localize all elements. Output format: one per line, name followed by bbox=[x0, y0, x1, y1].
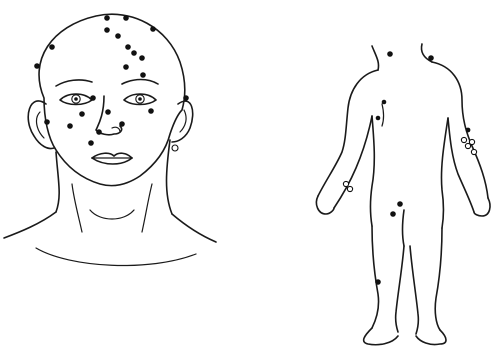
lesion-dot bbox=[104, 15, 110, 21]
body-crotch bbox=[403, 210, 405, 246]
body-left-arm-inner bbox=[334, 116, 372, 208]
collarbone bbox=[36, 248, 196, 265]
neck-crease bbox=[90, 210, 134, 219]
body-right-foot bbox=[416, 330, 446, 345]
body-right-leg-outer bbox=[435, 228, 442, 330]
lesion-dot bbox=[466, 128, 471, 133]
neck-right bbox=[167, 140, 173, 214]
body-right-arm-inner bbox=[448, 118, 474, 212]
lesion-dot bbox=[375, 279, 381, 285]
lesion-dot bbox=[96, 129, 102, 135]
nose bbox=[96, 96, 122, 135]
lesion-ring bbox=[461, 137, 466, 142]
body-left-hand bbox=[316, 196, 334, 214]
lesion-dot bbox=[90, 95, 96, 101]
lesion-dot bbox=[49, 44, 55, 50]
lesion-ring bbox=[343, 181, 348, 186]
head-neck-panel bbox=[4, 14, 216, 265]
lesion-ring bbox=[471, 149, 476, 154]
lesion-dot bbox=[390, 211, 396, 217]
lesion-dot bbox=[105, 109, 111, 115]
lesion-dot bbox=[115, 33, 121, 39]
body-spine-hint bbox=[382, 104, 384, 126]
left-ear-inner bbox=[37, 112, 44, 138]
nostril bbox=[112, 127, 120, 132]
body-left-leg-inner bbox=[396, 246, 404, 332]
right-pupil bbox=[138, 97, 142, 101]
lesion-dot bbox=[125, 44, 131, 50]
neck-tendon-right bbox=[142, 184, 152, 232]
body-right-leg-inner bbox=[410, 246, 418, 334]
body-left-foot bbox=[364, 328, 398, 345]
left-shoulder bbox=[4, 212, 56, 238]
lesion-dot bbox=[387, 51, 393, 57]
lesion-dot bbox=[79, 111, 85, 117]
right-shoulder bbox=[172, 214, 216, 242]
lesion-dot bbox=[183, 95, 189, 101]
lesion-dot bbox=[376, 116, 381, 121]
left-eyebrow bbox=[56, 80, 92, 86]
neck-left bbox=[56, 152, 59, 212]
lesion-dot bbox=[382, 100, 387, 105]
body-torso-right bbox=[441, 118, 448, 228]
lesion-dot bbox=[123, 15, 129, 21]
lesion-dot bbox=[44, 119, 50, 125]
lesion-dot bbox=[397, 201, 403, 207]
lesion-dot bbox=[131, 50, 137, 56]
body-left-arm-outer bbox=[318, 70, 378, 196]
right-ear-inner bbox=[180, 110, 186, 132]
lesion-dot bbox=[139, 55, 145, 61]
lesion-dot bbox=[148, 108, 154, 114]
body-left-leg-outer bbox=[372, 226, 379, 328]
lesion-dot bbox=[140, 72, 146, 78]
lesion-dot bbox=[150, 26, 156, 32]
body-neck-left bbox=[372, 46, 379, 70]
earring bbox=[172, 145, 178, 151]
lesion-dot bbox=[34, 63, 40, 69]
lesion-ring bbox=[347, 186, 352, 191]
mouth-upper bbox=[92, 153, 132, 158]
body-back-panel bbox=[316, 44, 490, 345]
mouth-lower bbox=[92, 158, 132, 164]
lesion-dot bbox=[119, 121, 125, 127]
left-pupil bbox=[74, 97, 78, 101]
right-eyebrow bbox=[122, 80, 158, 85]
lesion-dot bbox=[428, 55, 434, 61]
left-ear bbox=[28, 101, 54, 149]
lesion-dot bbox=[104, 27, 110, 33]
lesion-ring bbox=[469, 139, 474, 144]
lesion-dot bbox=[67, 123, 73, 129]
neck-tendon-left bbox=[72, 184, 82, 232]
body-torso-left bbox=[371, 116, 375, 226]
body-right-hand bbox=[474, 198, 490, 216]
lesion-dot bbox=[123, 64, 129, 70]
lesion-dot bbox=[88, 140, 94, 146]
